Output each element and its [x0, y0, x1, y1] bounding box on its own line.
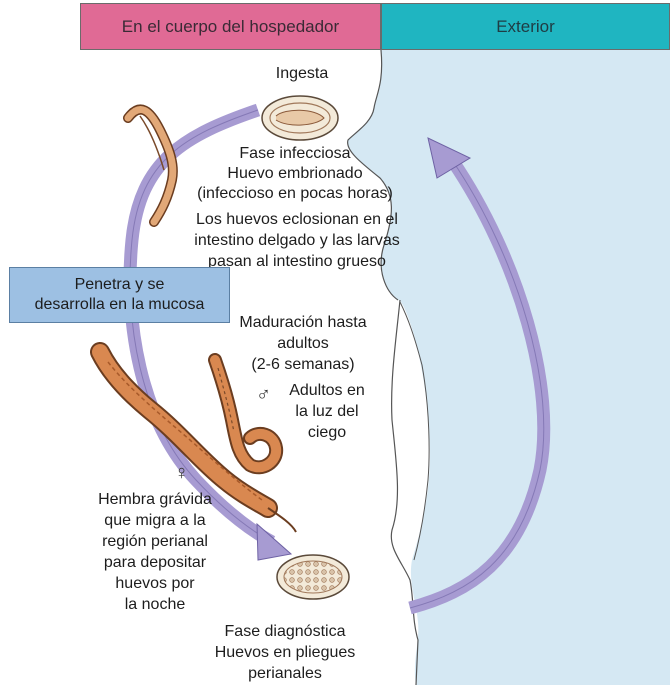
label-hembra-4: para depositar [80, 553, 230, 573]
label-penetra-2: desarrolla en la mucosa [35, 295, 205, 315]
human-body-outline [391, 300, 418, 685]
label-ingesta: Ingesta [262, 64, 342, 84]
label-adultos-3: ciego [272, 423, 382, 443]
label-maduracion-1: Maduración hasta [228, 313, 378, 333]
male-symbol: ♂ [256, 384, 271, 407]
label-maduracion-3: (2-6 semanas) [228, 355, 378, 375]
male-worm-icon [215, 360, 276, 467]
label-hembra-2: que migra a la [80, 511, 230, 531]
female-symbol: ♀ [174, 462, 189, 485]
label-hembra-6: la noche [80, 595, 230, 615]
label-huevo-embrionado: Huevo embrionado [170, 164, 420, 184]
label-hembra-5: huevos por [80, 574, 230, 594]
egg-perianal-icon [277, 555, 349, 599]
label-fase-infecciosa: Fase infecciosa [170, 144, 420, 164]
label-diagnostica-2: Huevos en pliegues [190, 643, 380, 663]
label-diagnostica-1: Fase diagnóstica [190, 622, 380, 642]
label-adultos-2: la luz del [272, 402, 382, 422]
mucosa-development-box: Penetra y se desarrolla en la mucosa [9, 267, 230, 323]
label-adultos-1: Adultos en [272, 381, 382, 401]
label-eclosion-1: Los huevos eclosionan en el [162, 210, 432, 230]
label-maduracion-2: adultos [228, 334, 378, 354]
label-diagnostica-3: perianales [190, 664, 380, 684]
migration-arrow-head [257, 524, 291, 560]
label-infeccioso-horas: (infeccioso en pocas horas) [170, 184, 420, 204]
label-penetra-1: Penetra y se [35, 275, 205, 295]
label-hembra-3: región perianal [80, 532, 230, 552]
label-hembra-1: Hembra grávida [80, 490, 230, 510]
label-eclosion-2: intestino delgado y las larvas [162, 231, 432, 251]
egg-ingested-icon [262, 96, 338, 140]
